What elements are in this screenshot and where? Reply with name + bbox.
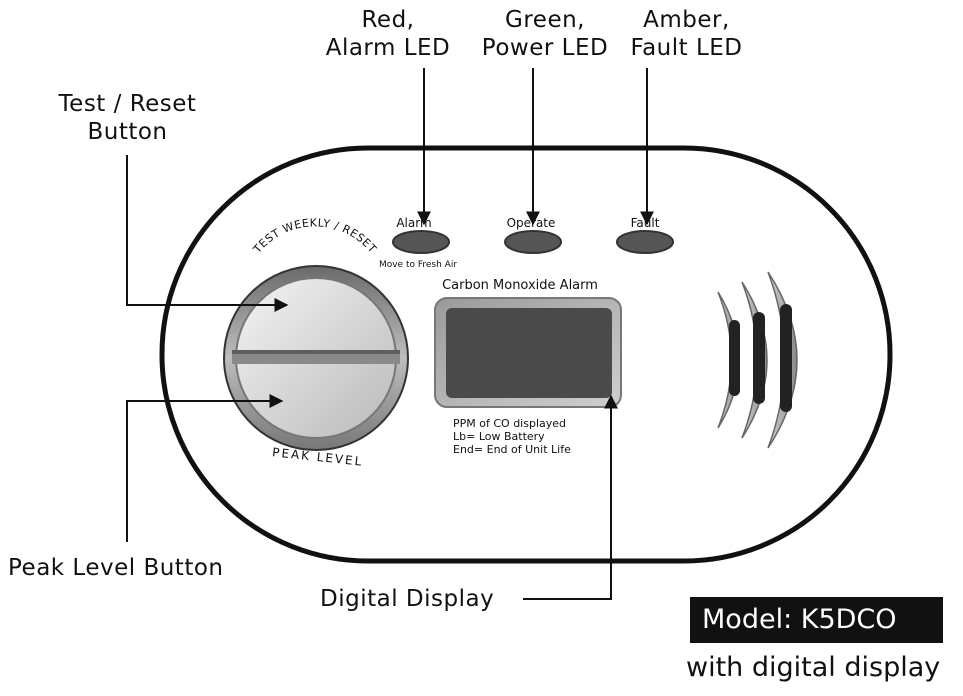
alarm-led xyxy=(392,230,450,254)
led-operate-label: Operate xyxy=(507,216,556,230)
led-alarm-sublabel: Move to Fresh Air xyxy=(379,260,457,270)
peak-level-callout: Peak Level Button xyxy=(8,555,224,581)
model-subtitle: with digital display xyxy=(686,652,941,683)
digital-display-callout: Digital Display xyxy=(320,586,495,612)
fault-led xyxy=(616,230,674,254)
speaker-grille xyxy=(717,271,798,449)
amber-led-callout-line2: Fault LED xyxy=(630,35,743,61)
test-reset-callout-line1: Test / Reset xyxy=(58,91,197,117)
red-led-callout-line2: Alarm LED xyxy=(325,35,451,61)
display-title: Carbon Monoxide Alarm xyxy=(442,278,598,293)
led-alarm-label: Alarm xyxy=(396,216,431,230)
display-note-3: End= End of Unit Life xyxy=(453,443,571,456)
green-led-callout: Green, Power LED xyxy=(470,6,620,62)
test-reset-callout: Test / Reset Button xyxy=(40,90,215,146)
model-badge: Model: K5DCO xyxy=(690,597,943,643)
arrow-test-reset xyxy=(126,155,289,312)
test-reset-callout-line2: Button xyxy=(87,119,168,145)
arrow-peak-level xyxy=(126,394,284,542)
operate-led xyxy=(504,230,562,254)
red-led-callout-line1: Red, xyxy=(361,7,415,33)
green-led-callout-line1: Green, xyxy=(505,7,585,33)
arrow-digital-display xyxy=(523,394,618,600)
red-led-callout: Red, Alarm LED xyxy=(318,6,458,62)
digital-display xyxy=(434,297,622,408)
led-fault-label: Fault xyxy=(631,216,660,230)
test-peak-button[interactable] xyxy=(223,265,409,451)
amber-led-callout-line1: Amber, xyxy=(643,7,730,33)
amber-led-callout: Amber, Fault LED xyxy=(624,6,749,62)
green-led-callout-line2: Power LED xyxy=(481,35,609,61)
display-note-1: PPM of CO displayed xyxy=(453,417,566,430)
display-note-2: Lb= Low Battery xyxy=(453,430,545,443)
